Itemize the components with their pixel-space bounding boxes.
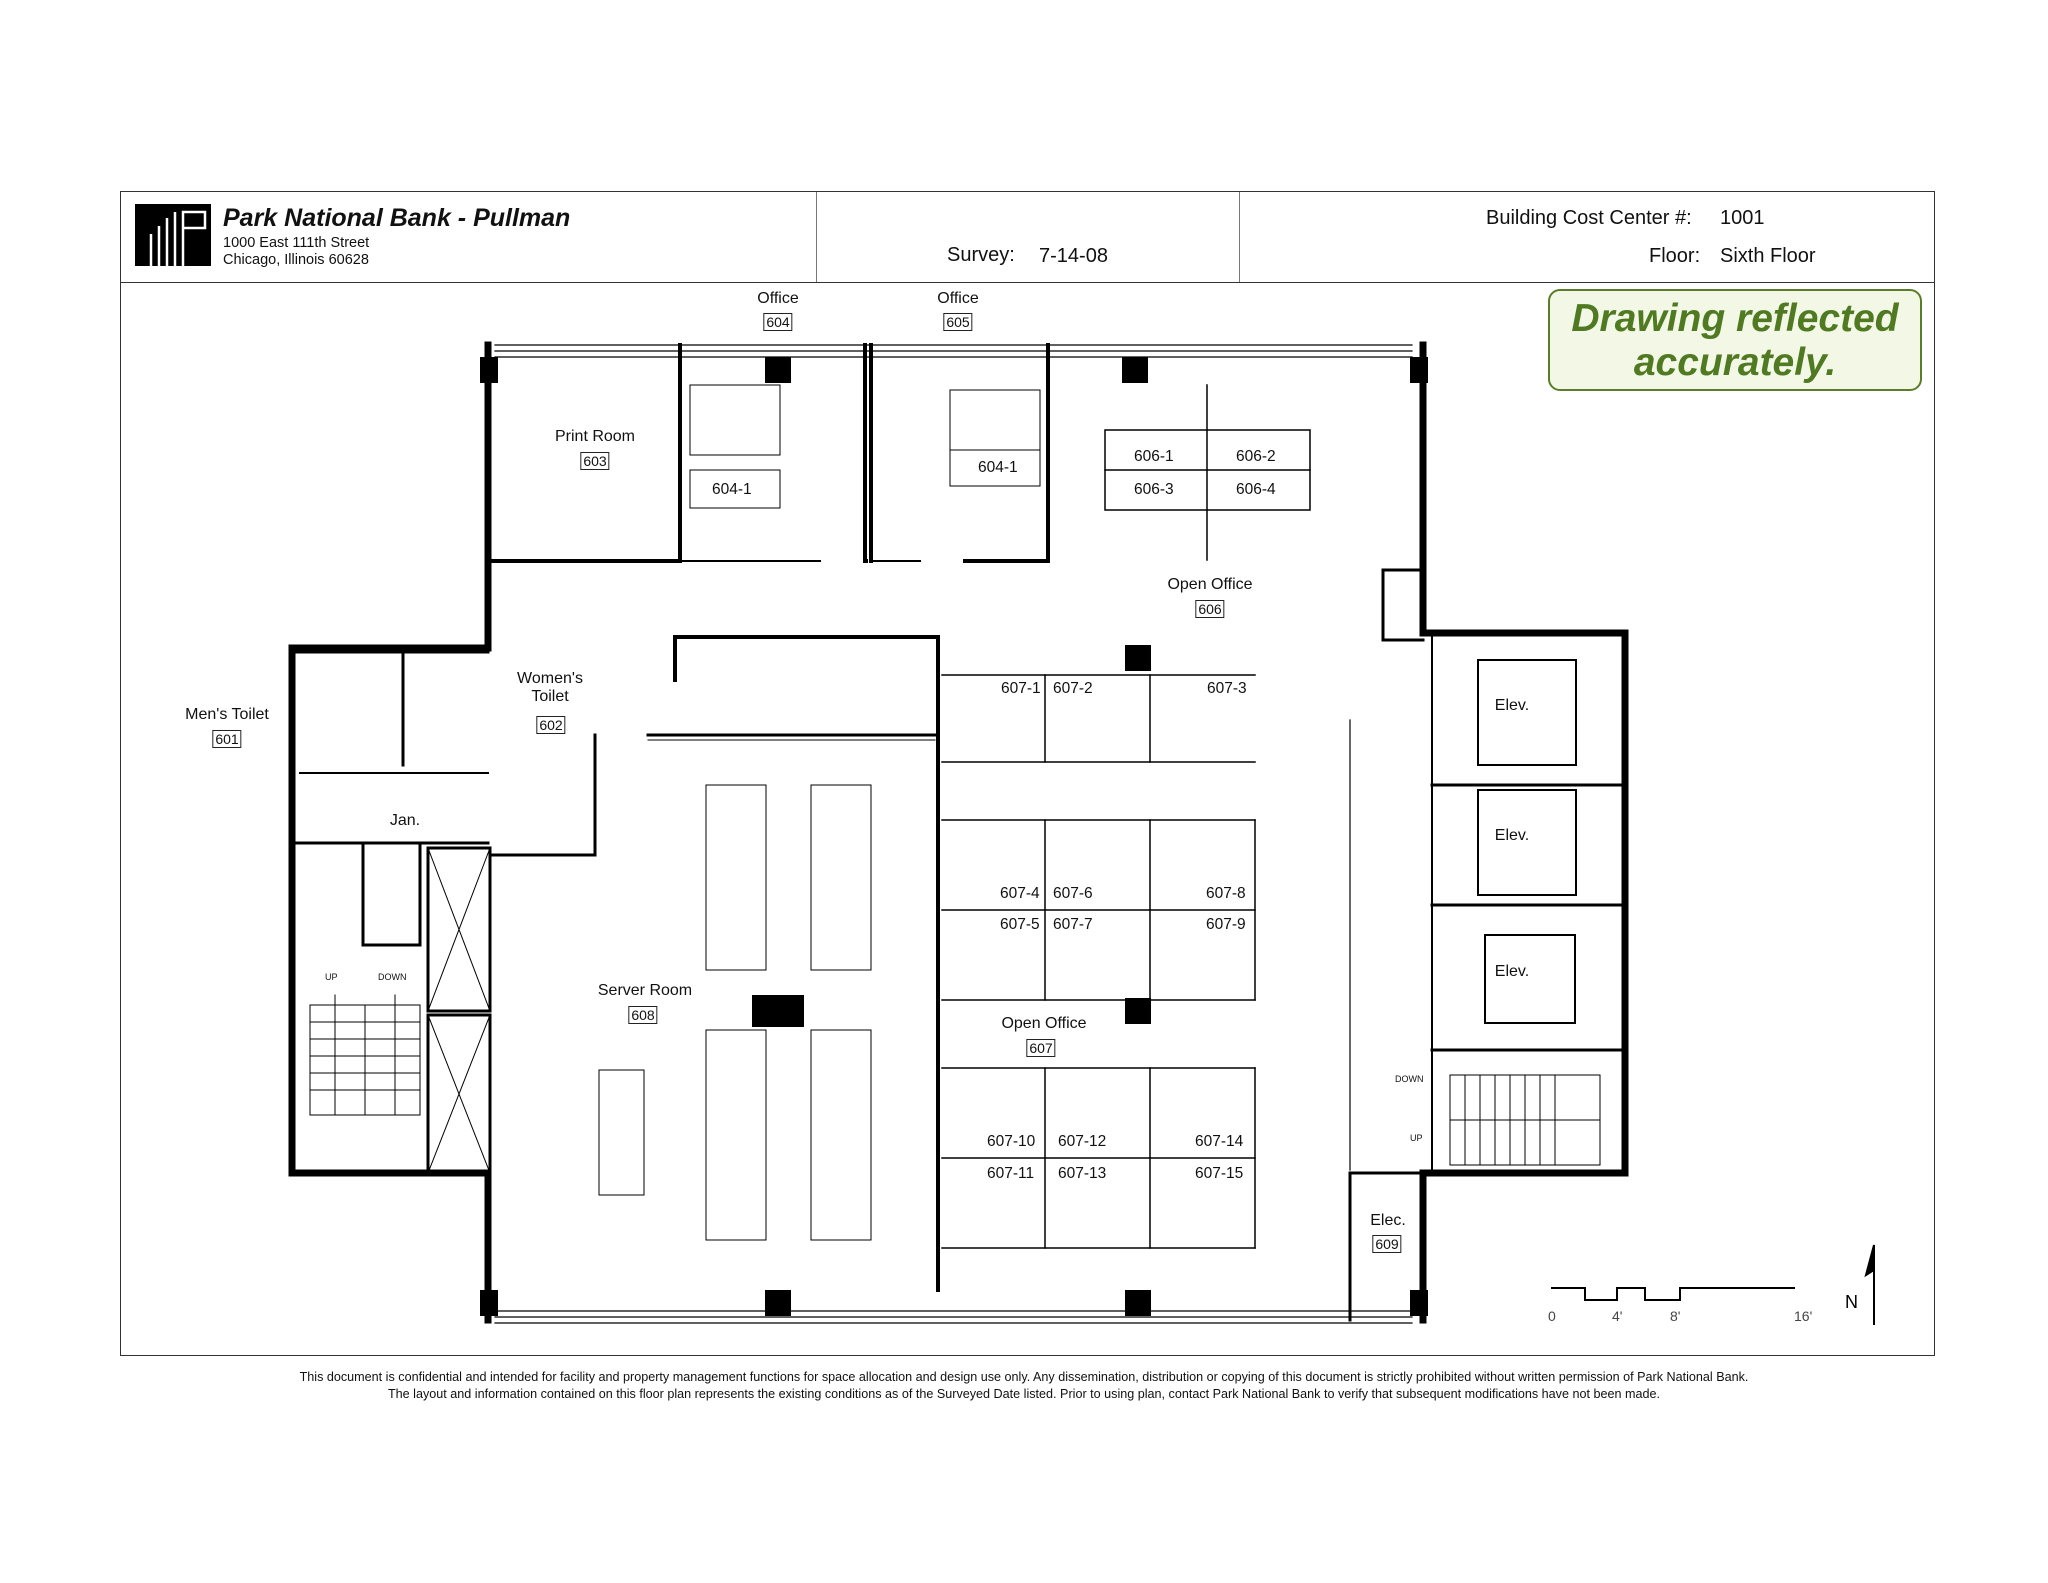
room-601-number: 601 (212, 730, 242, 748)
drawing-sheet: Park National Bank - Pullman 1000 East 1… (120, 191, 1935, 1356)
north-label: N (1845, 1292, 1858, 1312)
scale-tick-0: 0 (1548, 1308, 1556, 1324)
cubicle-label: 607-10 (987, 1133, 1036, 1150)
room-602-name: Women's Toilet (517, 670, 583, 705)
scale-tick-16: 16' (1794, 1308, 1813, 1324)
cubicle-label: 607-14 (1195, 1133, 1244, 1150)
disclaimer-line-2: The layout and information contained on … (387, 1387, 1660, 1401)
address-line-1: 1000 East 111th Street (223, 235, 370, 251)
room-604-number: 604 (763, 313, 793, 331)
scale-tick-4: 4' (1612, 1308, 1623, 1324)
room-602-number: 602 (536, 716, 566, 734)
cubicle-label: 607-13 (1058, 1165, 1107, 1182)
accuracy-stamp: Drawing reflected accurately. (1548, 289, 1922, 391)
cubicle-label: 607-4 (1000, 885, 1040, 902)
disclaimer-line-1: This document is confidential and intend… (299, 1370, 1749, 1384)
elevator-3-label: Elev. (1494, 963, 1530, 980)
disclaimer: This document is confidential and intend… (0, 1369, 2048, 1403)
cubicle-label: 606-4 (1236, 481, 1276, 498)
room-606-number: 606 (1195, 600, 1225, 618)
room-601-name: Men's Toilet (185, 706, 269, 723)
cubicle-label: 604-1 (978, 459, 1018, 476)
bank-logo-icon (135, 204, 211, 266)
cubicle-label: 607-15 (1195, 1165, 1244, 1182)
floor-value: Sixth Floor (1720, 245, 1816, 267)
stamp-line-2: accurately. (1633, 341, 1837, 384)
cubicle-label: 607-11 (987, 1165, 1035, 1182)
title-block-divider (816, 192, 817, 282)
cubicle-label: 607-8 (1206, 885, 1246, 902)
cubicle-label: 604-1 (712, 481, 752, 498)
stair-up-label: UP (325, 972, 338, 982)
room-609-name: Elec. (1370, 1212, 1406, 1229)
room-609-number: 609 (1372, 1235, 1402, 1253)
cubicle-label: 607-5 (1000, 916, 1040, 933)
company-name: Park National Bank - Pullman (223, 204, 571, 232)
cubicle-label: 607-9 (1206, 916, 1246, 933)
elevator-1-label: Elev. (1494, 697, 1530, 714)
room-606-name: Open Office (1167, 576, 1253, 593)
cubicle-label: 607-7 (1053, 916, 1093, 933)
cubicle-label: 607-1 (1001, 680, 1041, 697)
stair-up-label: UP (1410, 1133, 1423, 1143)
title-block: Park National Bank - Pullman 1000 East 1… (121, 192, 1934, 283)
survey-date: 7-14-08 (1039, 245, 1108, 267)
cubicle-label: 607-3 (1207, 680, 1247, 697)
room-604-name: Office (757, 290, 799, 307)
room-605-number: 605 (943, 313, 973, 331)
cubicle-label: 606-3 (1134, 481, 1174, 498)
address-line-2: Chicago, Illinois 60628 (223, 252, 369, 268)
survey-label: Survey: (947, 244, 1015, 266)
scale-tick-8: 8' (1670, 1308, 1681, 1324)
title-block-divider (1239, 192, 1240, 282)
cost-center-label: Building Cost Center #: (1486, 207, 1692, 229)
cubicle-label: 606-1 (1134, 448, 1174, 465)
room-608-number: 608 (628, 1006, 658, 1024)
floor-label: Floor: (1649, 245, 1701, 267)
cubicle-label: 607-6 (1053, 885, 1093, 902)
room-607-number: 607 (1026, 1039, 1056, 1057)
elevator-2-label: Elev. (1494, 827, 1530, 844)
cost-center-value: 1001 (1720, 207, 1765, 229)
room-603-name: Print Room (554, 428, 636, 445)
room-603-number: 603 (580, 452, 610, 470)
room-605-name: Office (937, 290, 979, 307)
room-607-name: Open Office (1001, 1015, 1087, 1032)
room-608-name: Server Room (597, 982, 693, 999)
cubicle-label: 606-2 (1236, 448, 1276, 465)
stamp-line-1: Drawing reflected (1571, 297, 1899, 340)
cubicle-label: 607-12 (1058, 1133, 1107, 1150)
stair-down-label: DOWN (378, 972, 407, 982)
cubicle-label: 607-2 (1053, 680, 1093, 697)
stair-down-label: DOWN (1395, 1074, 1424, 1084)
janitor-label: Jan. (389, 812, 421, 829)
